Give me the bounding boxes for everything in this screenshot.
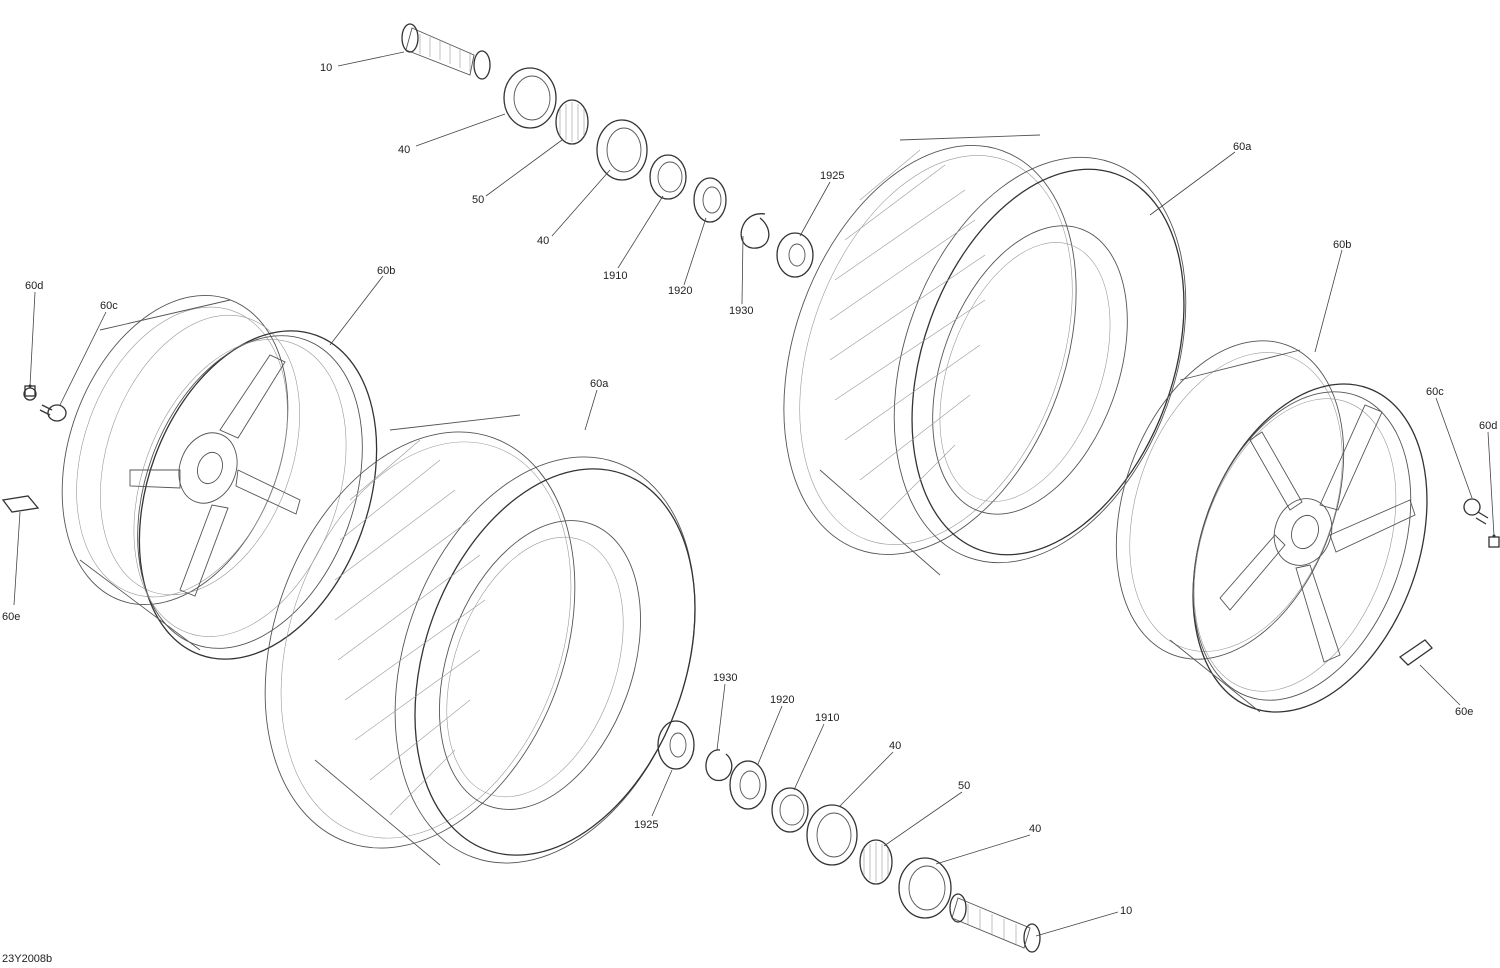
callout-bottom-needle-bearing: 50 bbox=[958, 780, 970, 792]
bottom-bearing-outer bbox=[898, 857, 952, 919]
top-needle-bearing bbox=[555, 99, 589, 145]
top-washer bbox=[649, 154, 687, 200]
right-valve-cap bbox=[1488, 536, 1500, 548]
callout-bottom-bearing-inner: 40 bbox=[889, 740, 901, 752]
drawing-code: 23Y2008b bbox=[2, 953, 52, 965]
callout-top-clip: 1930 bbox=[729, 305, 753, 317]
right-balance-weight bbox=[1398, 639, 1433, 666]
top-clip-ring bbox=[740, 213, 770, 249]
top-axle-sleeve bbox=[401, 23, 491, 80]
bottom-needle-bearing bbox=[859, 839, 893, 885]
callout-top-axle: 10 bbox=[320, 62, 332, 74]
right-tire bbox=[783, 134, 1187, 576]
top-bearing-inner bbox=[596, 119, 648, 181]
callout-left-rim: 60b bbox=[377, 265, 395, 277]
top-retainer bbox=[776, 232, 814, 278]
callout-top-retainer: 1925 bbox=[820, 170, 844, 182]
bottom-washer bbox=[771, 787, 809, 833]
top-bearing-outer bbox=[503, 67, 557, 129]
callout-bottom-axle: 10 bbox=[1120, 905, 1132, 917]
callout-left-tire: 60a bbox=[590, 378, 609, 390]
callout-bottom-nut: 1920 bbox=[770, 694, 794, 706]
left-valve-stem bbox=[39, 404, 67, 422]
bottom-bearing-inner bbox=[806, 804, 858, 866]
callout-top-nut: 1920 bbox=[668, 285, 692, 297]
callout-top-bearing-outer: 40 bbox=[398, 144, 410, 156]
right-rim bbox=[1115, 340, 1428, 713]
callout-top-bearing-inner: 40 bbox=[537, 235, 549, 247]
callout-top-needle-bearing: 50 bbox=[472, 194, 484, 206]
callout-bottom-washer: 1910 bbox=[815, 712, 839, 724]
callout-bottom-retainer: 1925 bbox=[634, 819, 658, 831]
callout-right-tire: 60a bbox=[1233, 141, 1252, 153]
callout-left-weight: 60e bbox=[2, 611, 20, 623]
callout-right-weight: 60e bbox=[1455, 706, 1473, 718]
callout-bottom-clip: 1930 bbox=[713, 672, 737, 684]
bottom-clip-ring bbox=[705, 749, 733, 782]
left-valve-cap bbox=[23, 385, 37, 401]
left-rim bbox=[61, 294, 378, 660]
bottom-retainer bbox=[657, 720, 695, 770]
callout-top-washer: 1910 bbox=[603, 270, 627, 282]
right-valve-stem bbox=[1463, 498, 1489, 525]
callout-right-valve: 60c bbox=[1426, 386, 1444, 398]
callout-left-cap: 60d bbox=[25, 280, 43, 292]
top-castle-nut bbox=[693, 177, 727, 223]
callout-bottom-bearing-outer: 40 bbox=[1029, 823, 1041, 835]
bottom-axle-sleeve bbox=[949, 893, 1041, 953]
callout-right-rim: 60b bbox=[1333, 239, 1351, 251]
callout-left-valve: 60c bbox=[100, 300, 118, 312]
leader-lines bbox=[13, 51, 1496, 937]
left-tire bbox=[264, 414, 696, 866]
left-balance-weight bbox=[1, 495, 40, 513]
bottom-castle-nut bbox=[729, 760, 767, 810]
callout-right-cap: 60d bbox=[1479, 420, 1497, 432]
